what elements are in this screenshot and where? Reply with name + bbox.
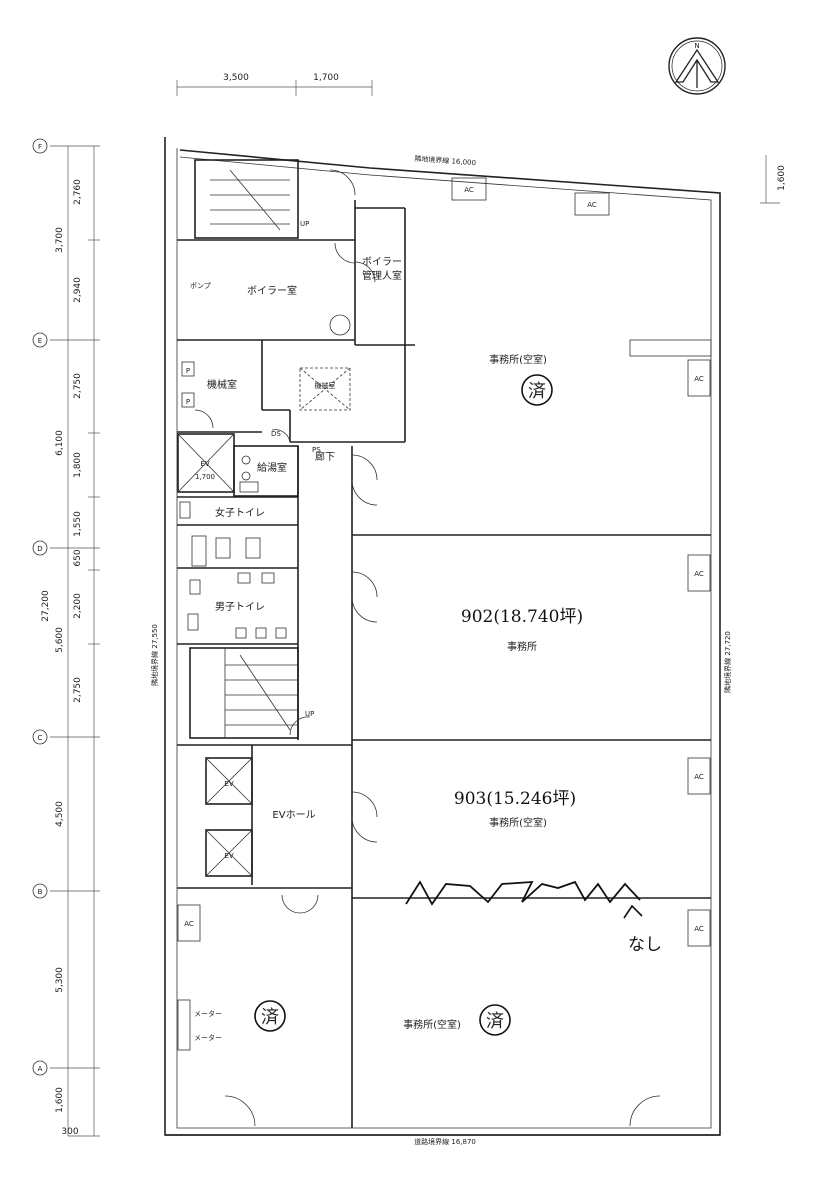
- ac-unit: AC: [687, 757, 711, 795]
- up-label-bottom: UP: [305, 710, 314, 718]
- axis-e: E: [32, 332, 48, 348]
- svg-text:4,500: 4,500: [55, 801, 65, 827]
- left-dimensions: 2,760 3,700 2,940 2,750 6,100 1,800 1,55…: [41, 179, 83, 1137]
- office-901-label: 事務所(空室): [489, 353, 547, 366]
- ev-label-1: EV: [224, 780, 233, 788]
- office-903-label: 事務所(空室): [489, 816, 547, 829]
- axis-b: B: [32, 883, 48, 899]
- pump-label: ポンプ: [190, 282, 211, 290]
- ac-unit: AC: [451, 177, 487, 201]
- svg-text:2,750: 2,750: [73, 677, 83, 703]
- ps-label-1: P: [186, 367, 190, 375]
- unit-903-note: 903(15.246坪): [454, 789, 576, 809]
- left-boundary: 隣地境界線 27,550: [150, 624, 159, 686]
- north-arrow-icon: N: [668, 37, 726, 95]
- ac-unit: AC: [687, 909, 711, 947]
- svg-text:AC: AC: [464, 186, 474, 194]
- top-dim-2: 1,700: [313, 73, 339, 83]
- svg-text:1,550: 1,550: [73, 511, 83, 537]
- boiler-manager-label-2: 管理人室: [362, 269, 402, 282]
- svg-text:AC: AC: [694, 773, 704, 781]
- svg-text:済: 済: [528, 381, 546, 402]
- room-labels: ボイラー室 ボイラー 管理人室 機械室 機械室 給湯室 廊下 女子トイレ 男子ト…: [207, 256, 547, 1031]
- mens-toilet-label: 男子トイレ: [215, 601, 265, 613]
- grid-axes: F E D C B A: [32, 138, 100, 1137]
- ac-unit: AC: [687, 359, 711, 397]
- top-dim-1: 3,500: [223, 73, 249, 83]
- right-dimension: 1,600: [760, 155, 787, 204]
- ps2-label: PS: [312, 446, 321, 454]
- svg-text:C: C: [38, 734, 43, 742]
- fixture-labels: UP UP P P EV 1,700 EV EV ポンプ メーター メーター D…: [186, 220, 321, 1042]
- corridor-label: 廊下: [315, 450, 335, 463]
- axis-c: C: [32, 729, 48, 745]
- nashi-note: なし: [628, 935, 662, 955]
- svg-text:6,100: 6,100: [55, 430, 65, 456]
- svg-text:2,200: 2,200: [73, 593, 83, 619]
- svg-text:27,200: 27,200: [41, 590, 51, 622]
- top-boundary: 隣地境界線 16,000: [414, 154, 476, 167]
- meter-label-2: メーター: [194, 1033, 222, 1042]
- up-label-top: UP: [300, 220, 309, 228]
- axis-f: F: [32, 138, 48, 154]
- sumi-stamp-2: 済: [254, 1000, 286, 1032]
- ps-label-2: P: [186, 398, 190, 406]
- ac-units: AC AC AC AC AC AC AC: [177, 177, 711, 947]
- svg-text:済: 済: [261, 1007, 279, 1028]
- meter-label-1: メーター: [194, 1009, 222, 1018]
- ev-small-label: EV: [200, 460, 209, 468]
- svg-text:1,800: 1,800: [73, 452, 83, 478]
- right-dim: 1,600: [777, 165, 787, 191]
- office-902-label: 事務所: [507, 640, 537, 653]
- svg-text:5,300: 5,300: [55, 967, 65, 993]
- right-boundary: 隣地境界線 27,720: [723, 631, 732, 693]
- sumi-stamp-1: 済: [521, 374, 553, 406]
- svg-text:A: A: [38, 1065, 43, 1073]
- svg-text:1,600: 1,600: [55, 1087, 65, 1113]
- svg-text:300: 300: [61, 1127, 78, 1137]
- svg-text:2,940: 2,940: [73, 277, 83, 303]
- bottom-boundary: 道路境界線 16,870: [414, 1137, 476, 1146]
- ac-unit: AC: [574, 192, 610, 216]
- svg-text:B: B: [38, 888, 43, 896]
- svg-text:済: 済: [486, 1011, 504, 1032]
- annotations: 済 済 済 902(18.740坪) 903(15.246坪) なし: [254, 374, 662, 1036]
- ev-size-label: 1,700: [195, 473, 215, 481]
- office-904-label: 事務所(空室): [403, 1018, 461, 1031]
- svg-text:650: 650: [73, 549, 83, 566]
- svg-text:AC: AC: [184, 920, 194, 928]
- sumi-stamp-3: 済: [479, 1004, 511, 1036]
- ds-label: DS: [271, 430, 281, 438]
- north-label: N: [694, 42, 699, 50]
- ev-hall-label: EVホール: [272, 809, 315, 821]
- machine-room-label: 機械室: [207, 378, 237, 391]
- svg-text:AC: AC: [587, 201, 597, 209]
- svg-text:E: E: [38, 337, 42, 345]
- svg-text:AC: AC: [694, 925, 704, 933]
- axis-a: A: [32, 1060, 48, 1076]
- kitchen-label: 給湯室: [257, 461, 287, 474]
- outer-walls: 隣地境界線 16,000 隣地境界線 27,550 隣地境界線 27,720 道…: [150, 137, 732, 1146]
- svg-text:3,700: 3,700: [55, 227, 65, 253]
- top-dimension: 3,500 1,700: [176, 73, 373, 96]
- unit-902-note: 902(18.740坪): [461, 607, 583, 627]
- doors: [194, 169, 661, 1127]
- machine-room-2-label: 機械室: [315, 381, 336, 390]
- svg-text:AC: AC: [694, 570, 704, 578]
- svg-text:AC: AC: [694, 375, 704, 383]
- ev-label-2: EV: [224, 852, 233, 860]
- axis-d: D: [32, 540, 48, 556]
- svg-text:2,750: 2,750: [73, 373, 83, 399]
- svg-text:D: D: [37, 545, 42, 553]
- svg-text:5,600: 5,600: [55, 627, 65, 653]
- interior-walls: [177, 159, 712, 1128]
- svg-text:2,760: 2,760: [73, 179, 83, 205]
- ac-unit: AC: [687, 554, 711, 592]
- womens-toilet-label: 女子トイレ: [215, 506, 265, 519]
- boiler-manager-label-1: ボイラー: [362, 256, 402, 268]
- ac-unit: AC: [177, 904, 201, 942]
- svg-text:F: F: [38, 143, 42, 151]
- boiler-room-label: ボイラー室: [247, 284, 297, 297]
